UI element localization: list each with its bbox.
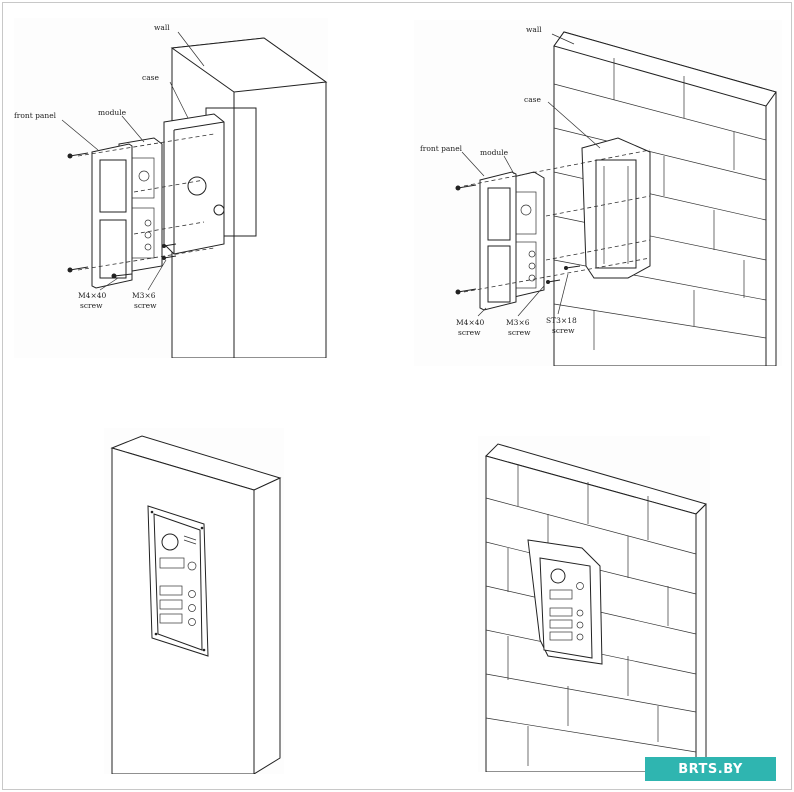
- label-front-panel: front panel: [420, 144, 463, 153]
- call-button-icon: [188, 618, 196, 626]
- screw-m3x6-icon: [162, 243, 177, 260]
- screw-m4x40-icon: [455, 184, 477, 295]
- label-module: module: [98, 108, 127, 117]
- assembly-guide-line: [77, 133, 215, 157]
- case: [163, 113, 225, 255]
- brick-courses: [553, 58, 767, 350]
- call-button-icon: [576, 609, 584, 617]
- label-screw2-spec: M3×6: [132, 291, 156, 300]
- label-screw1-spec: M4×40: [78, 291, 107, 300]
- label-front-panel: front panel: [14, 111, 57, 120]
- flush-mount-exploded-diagram: wall case module front panel M4×40 screw…: [14, 18, 328, 358]
- flush-mount-installed-diagram: [104, 428, 284, 774]
- label-screw1-word: screw: [80, 301, 103, 310]
- label-case: case: [524, 95, 542, 104]
- call-button-icon: [188, 590, 196, 598]
- screw-st3x18-icon: [564, 265, 581, 270]
- label-case: case: [142, 73, 160, 82]
- door-station-panel: [147, 505, 209, 657]
- call-button-icon: [188, 604, 196, 612]
- wall-top: [170, 37, 328, 93]
- camera-icon: [550, 568, 566, 584]
- case: [581, 137, 651, 279]
- wall-side: [253, 477, 281, 774]
- front-panel: [91, 143, 133, 289]
- camera-icon: [161, 533, 179, 551]
- call-button-icon: [576, 633, 584, 641]
- assembly-guide-line: [77, 247, 215, 271]
- nameplate: [159, 585, 183, 596]
- label-screw3-word: screw: [552, 326, 575, 335]
- label-wall: wall: [526, 25, 542, 34]
- label-module: module: [480, 148, 509, 157]
- label-screw3-spec: ST3×18: [546, 316, 577, 325]
- screw-m3x6-icon: [546, 279, 561, 284]
- brand-watermark: BRTS.BY: [645, 757, 776, 781]
- label-screw1-spec: M4×40: [456, 318, 485, 327]
- screw-m4x40-icon: [67, 152, 133, 279]
- surface-mount-installed-diagram: [478, 436, 710, 772]
- label-wall: wall: [154, 23, 170, 32]
- surface-mount-exploded-diagram: wall case front panel module M4×40 screw…: [414, 20, 782, 366]
- label-screw2-word: screw: [134, 301, 157, 310]
- front-panel: [479, 171, 517, 311]
- label-screw2-spec: M3×6: [506, 318, 530, 327]
- call-button-icon: [576, 621, 584, 629]
- door-station-hood: [527, 539, 603, 665]
- label-screw2-word: screw: [508, 328, 531, 337]
- label-screw1-word: screw: [458, 328, 481, 337]
